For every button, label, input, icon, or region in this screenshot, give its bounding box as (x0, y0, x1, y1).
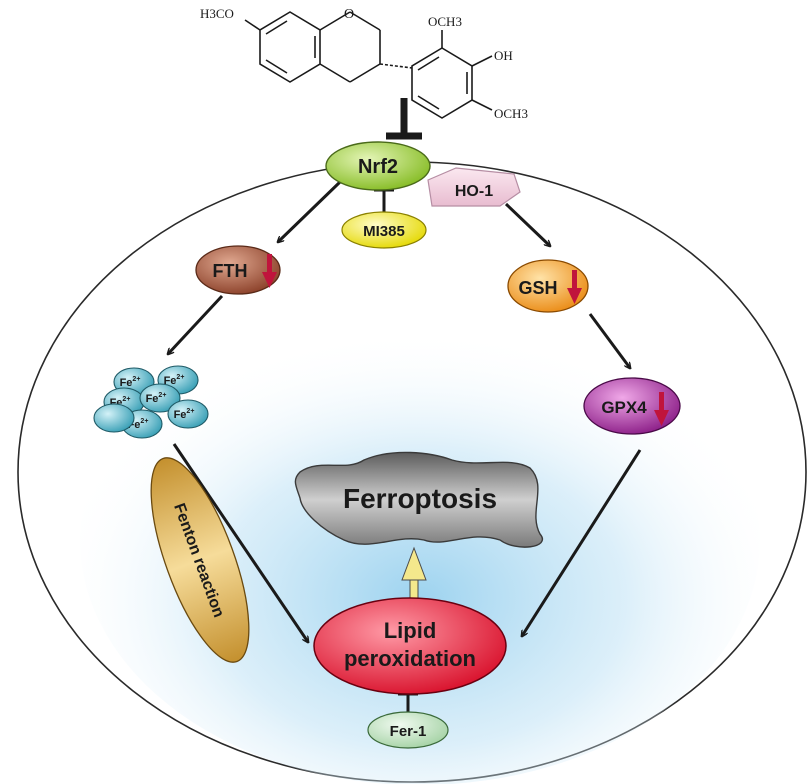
ho1-node (427, 167, 521, 207)
fenton-reaction-node: Fenton reaction (150, 457, 250, 663)
iron-ion: Fe2+ (139, 383, 181, 413)
arrow-fth-to-iron (168, 294, 224, 354)
gpx4-label: GPX4 (601, 398, 647, 417)
pathway-arrows (168, 180, 642, 642)
fer1-label: Fer-1 (390, 723, 427, 740)
fth-label: FTH (213, 261, 248, 281)
gpx4-node (583, 377, 681, 435)
arrow-nrf2-to-fth (278, 180, 342, 242)
gpx4-decrease-arrow (654, 392, 669, 426)
methoxy-bottom-label: OCH3 (494, 106, 528, 121)
iron-cluster: Fe2+Fe2+Fe2+Fe2+Fe2+Fe2+ (93, 365, 209, 439)
ring-oxygen-label: O (344, 7, 354, 22)
arrow-iron-to-lipid (172, 443, 308, 642)
ferroptosis-label: Ferroptosis (343, 483, 497, 514)
lipid-label-line1: Lipid (384, 618, 437, 643)
iron-ion (93, 403, 135, 433)
ml385-node (341, 211, 427, 249)
methoxy-top-label: OCH3 (428, 14, 462, 29)
ferroptosis-cloud (294, 451, 544, 548)
ho1-label: HO-1 (455, 183, 493, 200)
iron-ion: Fe2+ (167, 399, 209, 429)
ml385-label: MI385 (363, 223, 405, 240)
nrf2-label: Nrf2 (358, 156, 398, 178)
hydroxyl-label: OH (494, 48, 513, 63)
arrow-gsh-to-gpx4 (588, 313, 630, 368)
arrow-gpx4-to-lipid (522, 449, 642, 636)
lipid-peroxidation-node (313, 597, 507, 695)
gsh-decrease-arrow (567, 270, 582, 304)
gsh-label: GSH (518, 278, 557, 298)
fth-decrease-arrow (262, 254, 277, 288)
lipid-label-line2: peroxidation (344, 646, 476, 671)
methoxy-left-label: H3CO (200, 6, 234, 21)
nrf2-node (325, 141, 431, 191)
gsh-node (507, 259, 589, 313)
fth-node (195, 245, 281, 295)
compound-inhibits-nrf2 (386, 98, 422, 140)
fer1-node (367, 711, 449, 749)
compound-structure (244, 11, 493, 119)
arrow-ho1-to-gsh (504, 202, 550, 246)
